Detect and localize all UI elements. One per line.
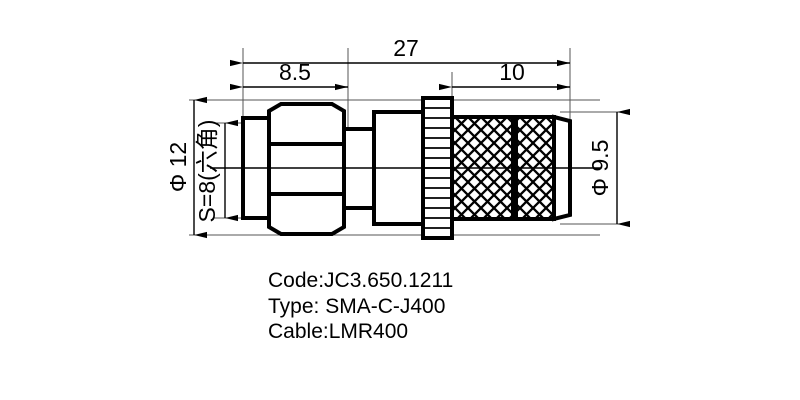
dimension-hex-across-flats-label: S=8(六角)	[194, 120, 220, 223]
label-cable: Cable:LMR400	[268, 320, 409, 343]
dimension-outer-diameter-label: Φ 12	[165, 142, 191, 192]
dimension-crimp-length-label: 10	[499, 59, 525, 85]
dimension-overall-length: 27	[230, 35, 570, 67]
part-label-block: Code:JC3.650.1211 Type: SMA-C-J400 Cable…	[268, 268, 453, 345]
hex-nut	[267, 102, 346, 236]
label-code: Code:JC3.650.1211	[268, 269, 454, 292]
hex-nut-chamfer-lines	[269, 142, 344, 196]
dimension-plug-length: 8.5	[230, 59, 348, 91]
dimension-plug-length-label: 8.5	[279, 59, 311, 85]
dimension-crimp-length: 10	[439, 59, 570, 91]
dimension-overall-length-label: 27	[393, 35, 419, 61]
label-type: Type: SMA-C-J400	[268, 294, 446, 318]
dimension-outer-diameter: Φ 12	[165, 96, 207, 239]
dimension-hex-across-flats: S=8(六角)	[194, 120, 238, 223]
